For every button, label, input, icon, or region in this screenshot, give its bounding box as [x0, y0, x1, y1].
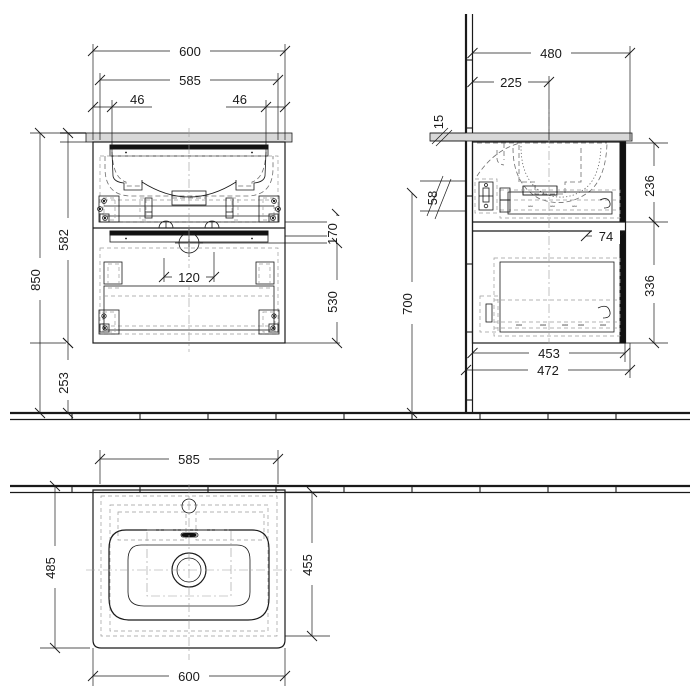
side-lower-front-panel: [619, 230, 626, 344]
dim-label-582: 582: [56, 229, 71, 251]
svg-text:ooo: ooo: [600, 323, 606, 327]
dim-plan-basin-width: 585: [94, 450, 284, 467]
dim-label-530: 530: [325, 291, 340, 313]
floor-line-lower: [10, 484, 690, 494]
dim-plan-basin-depth: 455: [300, 486, 320, 642]
side-lower-drawer-internals: ooo ooo ooo ooo ooo: [479, 257, 621, 337]
side-elevation-view: ooo ooo ooo ooo ooo ooo ooo ooo: [429, 100, 633, 360]
dim-front-basin-width: 585: [94, 71, 284, 88]
dim-front-siphon-offset: 120: [158, 252, 220, 285]
side-upper-front-panel: [619, 141, 626, 223]
dim-front-lower-height: 530: [325, 237, 345, 349]
dim-front-total-height: 850: [28, 127, 48, 419]
dim-label-600-plan: 600: [178, 669, 200, 684]
dim-front-floor-gap: 253: [56, 337, 76, 419]
dim-side-cabinet-depth: 453: [467, 344, 631, 361]
plan-bowl-inner: [127, 544, 251, 607]
svg-text:ooo: ooo: [516, 323, 522, 327]
dim-plan-overall-width: 600: [87, 667, 291, 684]
dim-label-600-front: 600: [179, 44, 201, 59]
side-dimensions: 480 225 15 58 700: [400, 44, 668, 419]
front-upper-runner-right: [258, 195, 281, 223]
dim-front-drawer-offset: 170: [325, 208, 345, 250]
dim-side-drawer-gap: 74: [580, 228, 626, 244]
dim-label-120: 120: [178, 270, 200, 285]
dim-label-236: 236: [642, 175, 657, 197]
svg-text:ooo: ooo: [572, 204, 577, 208]
dim-side-basin-center: 225: [467, 73, 555, 90]
dim-side-mounting-height: 700: [400, 187, 420, 419]
front-dimensions: 600 585 46 46 582: [28, 42, 345, 419]
dim-label-46-left: 46: [130, 92, 144, 107]
front-lower-runner-right: [258, 309, 280, 335]
dim-label-336: 336: [642, 275, 657, 297]
side-basin-bowl-profile: [476, 142, 608, 203]
dim-label-253: 253: [56, 372, 71, 394]
dim-plan-overall-depth: 485: [43, 480, 63, 654]
plan-bowl-outer: [108, 529, 270, 621]
plan-view: [86, 484, 292, 660]
dim-side-lower-drawer: 336: [642, 216, 662, 349]
dim-side-basin-depth: 480: [467, 44, 636, 61]
front-upper-runner-left: [97, 195, 120, 223]
dim-front-overall-width: 600: [87, 42, 291, 59]
dim-label-485: 485: [43, 557, 58, 579]
front-elevation-view: [60, 128, 293, 352]
svg-text:ooo: ooo: [562, 323, 568, 327]
dim-label-585-plan: 585: [178, 452, 200, 467]
dim-label-170: 170: [325, 223, 340, 245]
dim-label-58: 58: [425, 191, 440, 205]
dim-label-480: 480: [540, 46, 562, 61]
dim-label-850: 850: [28, 269, 43, 291]
plan-dimensions: 585 600 485 455: [40, 450, 330, 686]
svg-text:ooo: ooo: [528, 204, 533, 208]
dim-front-right-inset: 46: [226, 92, 291, 113]
dim-label-472: 472: [537, 363, 559, 378]
dim-front-cabinet-height: 582: [56, 127, 76, 349]
dim-label-74: 74: [599, 229, 613, 244]
floor-line-upper: [10, 411, 690, 421]
front-upper-drawer-feet: [158, 220, 220, 229]
dim-label-225: 225: [500, 75, 522, 90]
svg-text:ooo: ooo: [550, 204, 555, 208]
front-lower-runner-left: [98, 309, 120, 335]
plan-basin-outline: [92, 489, 286, 649]
side-upper-drawer-internals: ooo ooo ooo: [499, 187, 621, 219]
dim-front-left-inset: 46: [87, 92, 152, 113]
dim-label-46-right: 46: [233, 92, 247, 107]
side-wall-bracket: [474, 178, 498, 214]
front-upper-dividers: [139, 197, 239, 221]
dim-label-453: 453: [538, 346, 560, 361]
dim-side-carcass-depth: 472: [460, 361, 636, 378]
dim-label-585-front: 585: [179, 73, 201, 88]
dim-label-15: 15: [431, 115, 446, 129]
dim-label-700: 700: [400, 293, 415, 315]
svg-text:ooo: ooo: [540, 323, 546, 327]
dim-side-top-offset: 58: [420, 175, 466, 220]
dim-side-upper-drawer: 236: [642, 137, 662, 228]
dim-label-455: 455: [300, 554, 315, 576]
svg-text:ooo: ooo: [578, 323, 584, 327]
front-basin-slab: [60, 132, 293, 143]
side-basin-slab: [429, 132, 633, 142]
dim-side-wall-gap: 15: [430, 115, 466, 147]
